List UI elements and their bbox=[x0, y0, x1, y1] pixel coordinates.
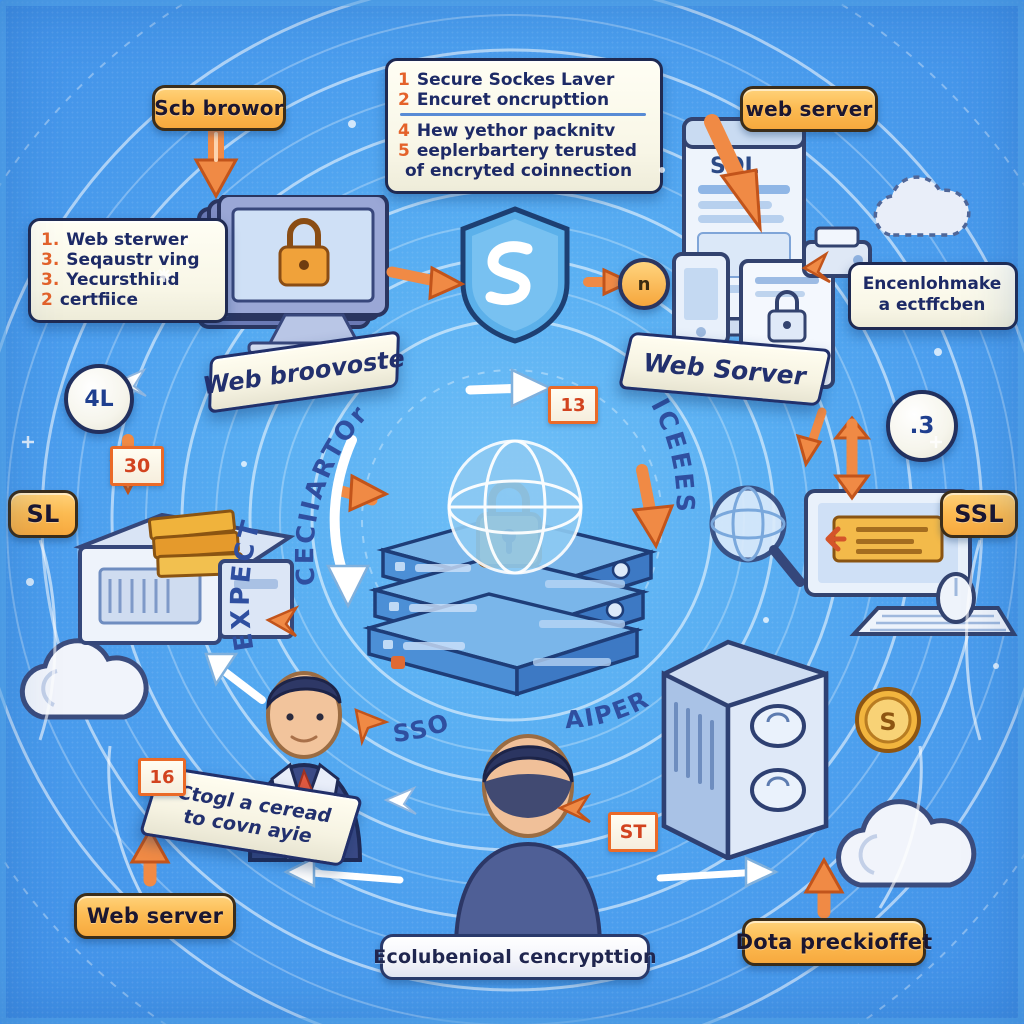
pill-ssl-right[interactable]: SSL bbox=[940, 490, 1018, 538]
list-number: 2 bbox=[398, 90, 410, 111]
arrow-up-bottom-right bbox=[803, 856, 845, 919]
list-text: Hew yethor packnitv bbox=[416, 121, 616, 142]
arrow-to-shield bbox=[386, 265, 466, 301]
arrow-right-of-shield bbox=[583, 267, 634, 297]
ribbon-web-server: Web Sorver bbox=[617, 331, 833, 407]
top-card-list-primary: 1 Secure Sockes Laver 2 Encuret oncruptt… bbox=[398, 70, 648, 110]
list-number: 1 bbox=[398, 70, 410, 90]
shield-icon bbox=[460, 206, 570, 344]
arrow-up-bottom-left bbox=[129, 826, 171, 887]
globe-icon bbox=[447, 439, 583, 575]
top-note-card: 1 Secure Sockes Laver 2 Encuret oncruptt… bbox=[385, 58, 663, 195]
right-card-line-2: a ectffcben bbox=[878, 295, 986, 316]
list-text: Secure Sockes Laver bbox=[416, 70, 615, 90]
arrow-down-left bbox=[193, 122, 239, 200]
arrow-white-bottom-right bbox=[656, 856, 779, 888]
list-item: 3. Yecursthind bbox=[41, 270, 213, 290]
list-text: Encuret oncrupttion bbox=[416, 90, 610, 111]
keyboard-icon bbox=[849, 606, 1018, 636]
connector-lines bbox=[38, 539, 982, 911]
chip-small-top-right: n bbox=[618, 258, 670, 310]
coin-icon: S bbox=[855, 687, 921, 753]
person-icon bbox=[453, 734, 603, 950]
magnifier-icon bbox=[709, 485, 805, 587]
svg-text:S: S bbox=[879, 708, 896, 736]
mouse-icon bbox=[936, 572, 976, 624]
divider bbox=[400, 113, 646, 117]
right-card-line-1: Encenlohmake bbox=[862, 274, 1002, 294]
arrow-ring-left bbox=[332, 473, 390, 513]
pill-encryption-bottom[interactable]: Ecolubenioal cencrypttion bbox=[373, 934, 657, 980]
list-text: Web sterwer bbox=[66, 230, 188, 250]
tablet-icon bbox=[672, 252, 730, 346]
chip-left-4l: 4L bbox=[64, 364, 134, 434]
list-item: 2 Encuret oncrupttion bbox=[398, 90, 648, 110]
list-number: 2 bbox=[41, 290, 53, 311]
list-item: 3. Seqaustr ving bbox=[41, 250, 213, 270]
cloud-icon bbox=[873, 175, 971, 237]
ribbon-web-browser: Web broovoste bbox=[203, 330, 405, 414]
list-number: 3. bbox=[41, 270, 60, 291]
list-text: certfiice bbox=[59, 290, 138, 311]
server-rack-icon bbox=[661, 639, 829, 860]
file-cabinet-icon bbox=[73, 509, 296, 645]
pill-web-server-bottom[interactable]: Web server bbox=[74, 893, 236, 939]
arrow-double-right bbox=[795, 407, 872, 501]
list-item: 1 Secure Sockes Laver bbox=[398, 70, 648, 90]
chip-right-3: .3 bbox=[886, 390, 958, 462]
list-text: Yecursthind bbox=[66, 270, 180, 291]
pill-data-packet-bottom[interactable]: Dota preckioffet bbox=[736, 918, 932, 966]
pill-web-browser-top[interactable]: Scb browor bbox=[152, 85, 286, 131]
pill-web-server-top[interactable]: web server bbox=[740, 86, 878, 132]
list-item: of encryted coinnection bbox=[398, 161, 648, 181]
list-text: Seqaustr ving bbox=[66, 250, 200, 271]
tag-16: 16 bbox=[138, 758, 186, 796]
list-text: of encryted coinnection bbox=[405, 161, 633, 182]
right-note-card: Encenlohmake a ectffcben bbox=[848, 262, 1018, 330]
tag-13: 13 bbox=[548, 386, 598, 424]
arrow-white-up bbox=[465, 368, 553, 408]
arrow-white-left bbox=[204, 652, 266, 704]
list-item: 1. Web sterwer bbox=[41, 230, 213, 250]
left-card-list: 1. Web sterwer 3. Seqaustr ving 3. Yecur… bbox=[41, 230, 213, 310]
cloud-icon bbox=[836, 799, 977, 888]
pill-ssl-left[interactable]: SL bbox=[8, 490, 78, 538]
list-number: 3. bbox=[41, 250, 60, 271]
list-item: 2 certfiice bbox=[41, 290, 213, 310]
arrow-white-down bbox=[325, 435, 371, 609]
left-note-card: 1. Web sterwer 3. Seqaustr ving 3. Yecur… bbox=[28, 218, 228, 324]
top-card-list-secondary: 4 Hew yethor packnitv 5 eeplerbartery te… bbox=[398, 121, 648, 181]
arrow-into-sql bbox=[704, 114, 762, 234]
cursor-arrow-icons bbox=[265, 250, 831, 824]
list-number: 4 bbox=[398, 121, 410, 142]
tag-st: ST bbox=[608, 812, 658, 852]
list-number: 5 bbox=[398, 141, 410, 162]
list-item: 4 Hew yethor packnitv bbox=[398, 121, 648, 141]
arrow-white-bottom bbox=[283, 855, 404, 889]
cursor-arrow-white-icons bbox=[113, 367, 417, 815]
list-text: eeplerbartery terusted bbox=[416, 141, 637, 162]
monitor-icon bbox=[804, 489, 972, 597]
arrow-down-ring-right bbox=[631, 464, 675, 550]
list-item: 5 eeplerbartery terusted bbox=[398, 141, 648, 161]
tag-30: 30 bbox=[110, 446, 164, 486]
list-number: 1. bbox=[41, 230, 60, 250]
